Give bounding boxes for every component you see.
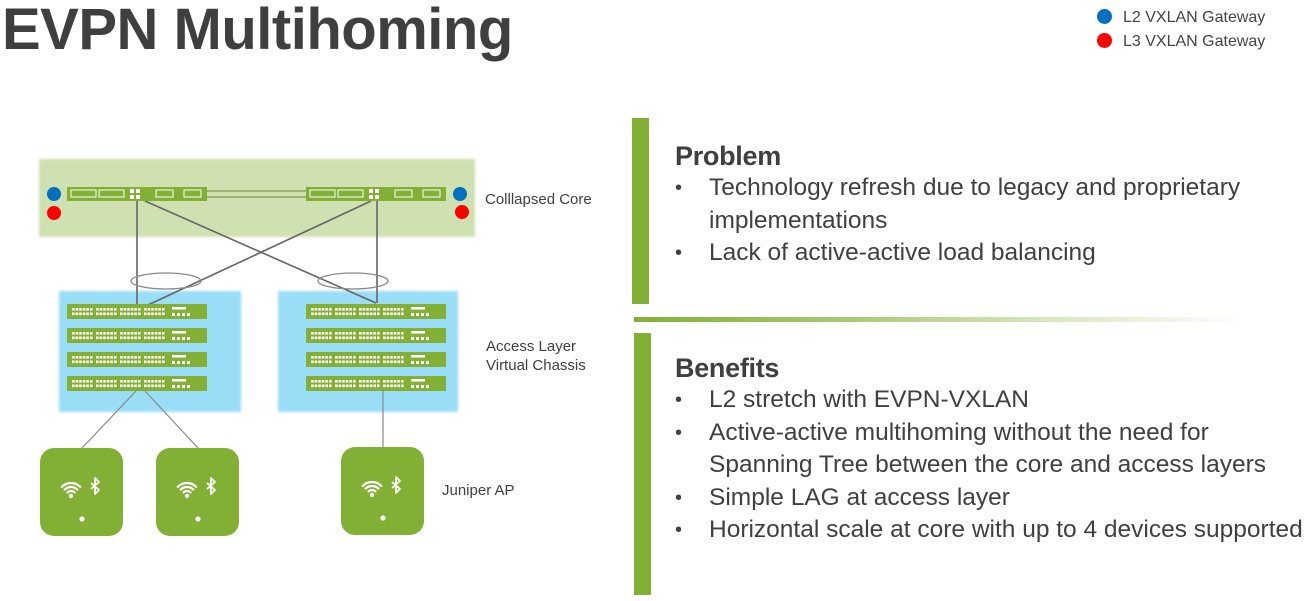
- legend-label: L2 VXLAN Gateway: [1123, 9, 1266, 26]
- l3-gateway-dot-icon: [1097, 32, 1112, 48]
- legend-item-l3: L3 VXLAN Gateway: [1097, 30, 1265, 54]
- status-led-icon: [380, 515, 386, 521]
- benefits-bullet: Active-active multihoming without the ne…: [675, 417, 1315, 482]
- bluetooth-icon: [90, 477, 100, 495]
- benefits-accent-bar: [634, 333, 651, 595]
- core-interconnect-link: [205, 190, 308, 198]
- lag-ellipse-left: [130, 272, 202, 290]
- l3-gateway-dot-icon: [47, 206, 61, 220]
- access-switch: [67, 352, 207, 367]
- core-switch: [306, 187, 446, 201]
- lag-ellipse-right: [317, 272, 389, 290]
- problem-list: Technology refresh due to legacy and pro…: [675, 172, 1315, 270]
- ap-link: [81, 390, 137, 449]
- slide-title: EVPN Multihoming: [2, 0, 513, 62]
- benefits-bullet: L2 stretch with EVPN-VXLAN: [675, 384, 1315, 417]
- access-switch: [67, 304, 207, 319]
- l3-gateway-dot-icon: [455, 205, 469, 219]
- problem-section: Problem Technology refresh due to legacy…: [675, 140, 1315, 270]
- problem-heading: Problem: [675, 141, 781, 171]
- topology-svg: [39, 159, 475, 536]
- access-switch: [306, 352, 446, 367]
- benefits-bullet: Simple LAG at access layer: [675, 482, 1315, 515]
- benefits-bullet: Horizontal scale at core with up to 4 de…: [675, 514, 1315, 547]
- legend-item-l2: L2 VXLAN Gateway: [1097, 6, 1265, 30]
- access-label-line2: Virtual Chassis: [486, 357, 586, 374]
- l2-gateway-dot-icon: [453, 187, 467, 201]
- access-switch: [67, 328, 207, 343]
- section-divider: [634, 317, 1246, 322]
- access-label-line1: Access Layer: [486, 338, 577, 355]
- wifi-icon: [60, 481, 82, 499]
- legend-label: L3 VXLAN Gateway: [1123, 33, 1266, 50]
- status-led-icon: [195, 516, 201, 522]
- problem-bullet: Technology refresh due to legacy and pro…: [675, 172, 1315, 237]
- l2-gateway-dot-icon: [47, 187, 61, 201]
- bluetooth-icon: [391, 476, 401, 494]
- ap-link: [144, 390, 199, 449]
- access-switch: [306, 328, 446, 343]
- access-switch: [67, 376, 207, 391]
- benefits-list: L2 stretch with EVPN-VXLAN Active-active…: [675, 384, 1315, 547]
- access-switch: [306, 304, 446, 319]
- access-point: [341, 447, 424, 535]
- problem-bullet: Lack of active-active load balancing: [675, 237, 1315, 270]
- ap-label: Juniper AP: [442, 482, 515, 499]
- access-point: [156, 448, 239, 536]
- access-switch: [306, 376, 446, 391]
- legend: L2 VXLAN Gateway L3 VXLAN Gateway: [1097, 6, 1265, 54]
- bluetooth-icon: [206, 477, 216, 495]
- core-label: Colllapsed Core: [485, 191, 592, 208]
- problem-accent-bar: [632, 118, 649, 304]
- wifi-icon: [361, 480, 383, 498]
- wifi-icon: [176, 481, 198, 499]
- l2-gateway-dot-icon: [1097, 8, 1112, 24]
- ap-links: [81, 390, 384, 449]
- access-point: [40, 448, 123, 536]
- network-diagram: Colllapsed Core Access Layer Virtual Cha…: [0, 0, 620, 601]
- status-led-icon: [79, 516, 85, 522]
- benefits-section: Benefits L2 stretch with EVPN-VXLAN Acti…: [675, 352, 1315, 547]
- core-switch: [67, 187, 207, 201]
- benefits-heading: Benefits: [675, 353, 780, 383]
